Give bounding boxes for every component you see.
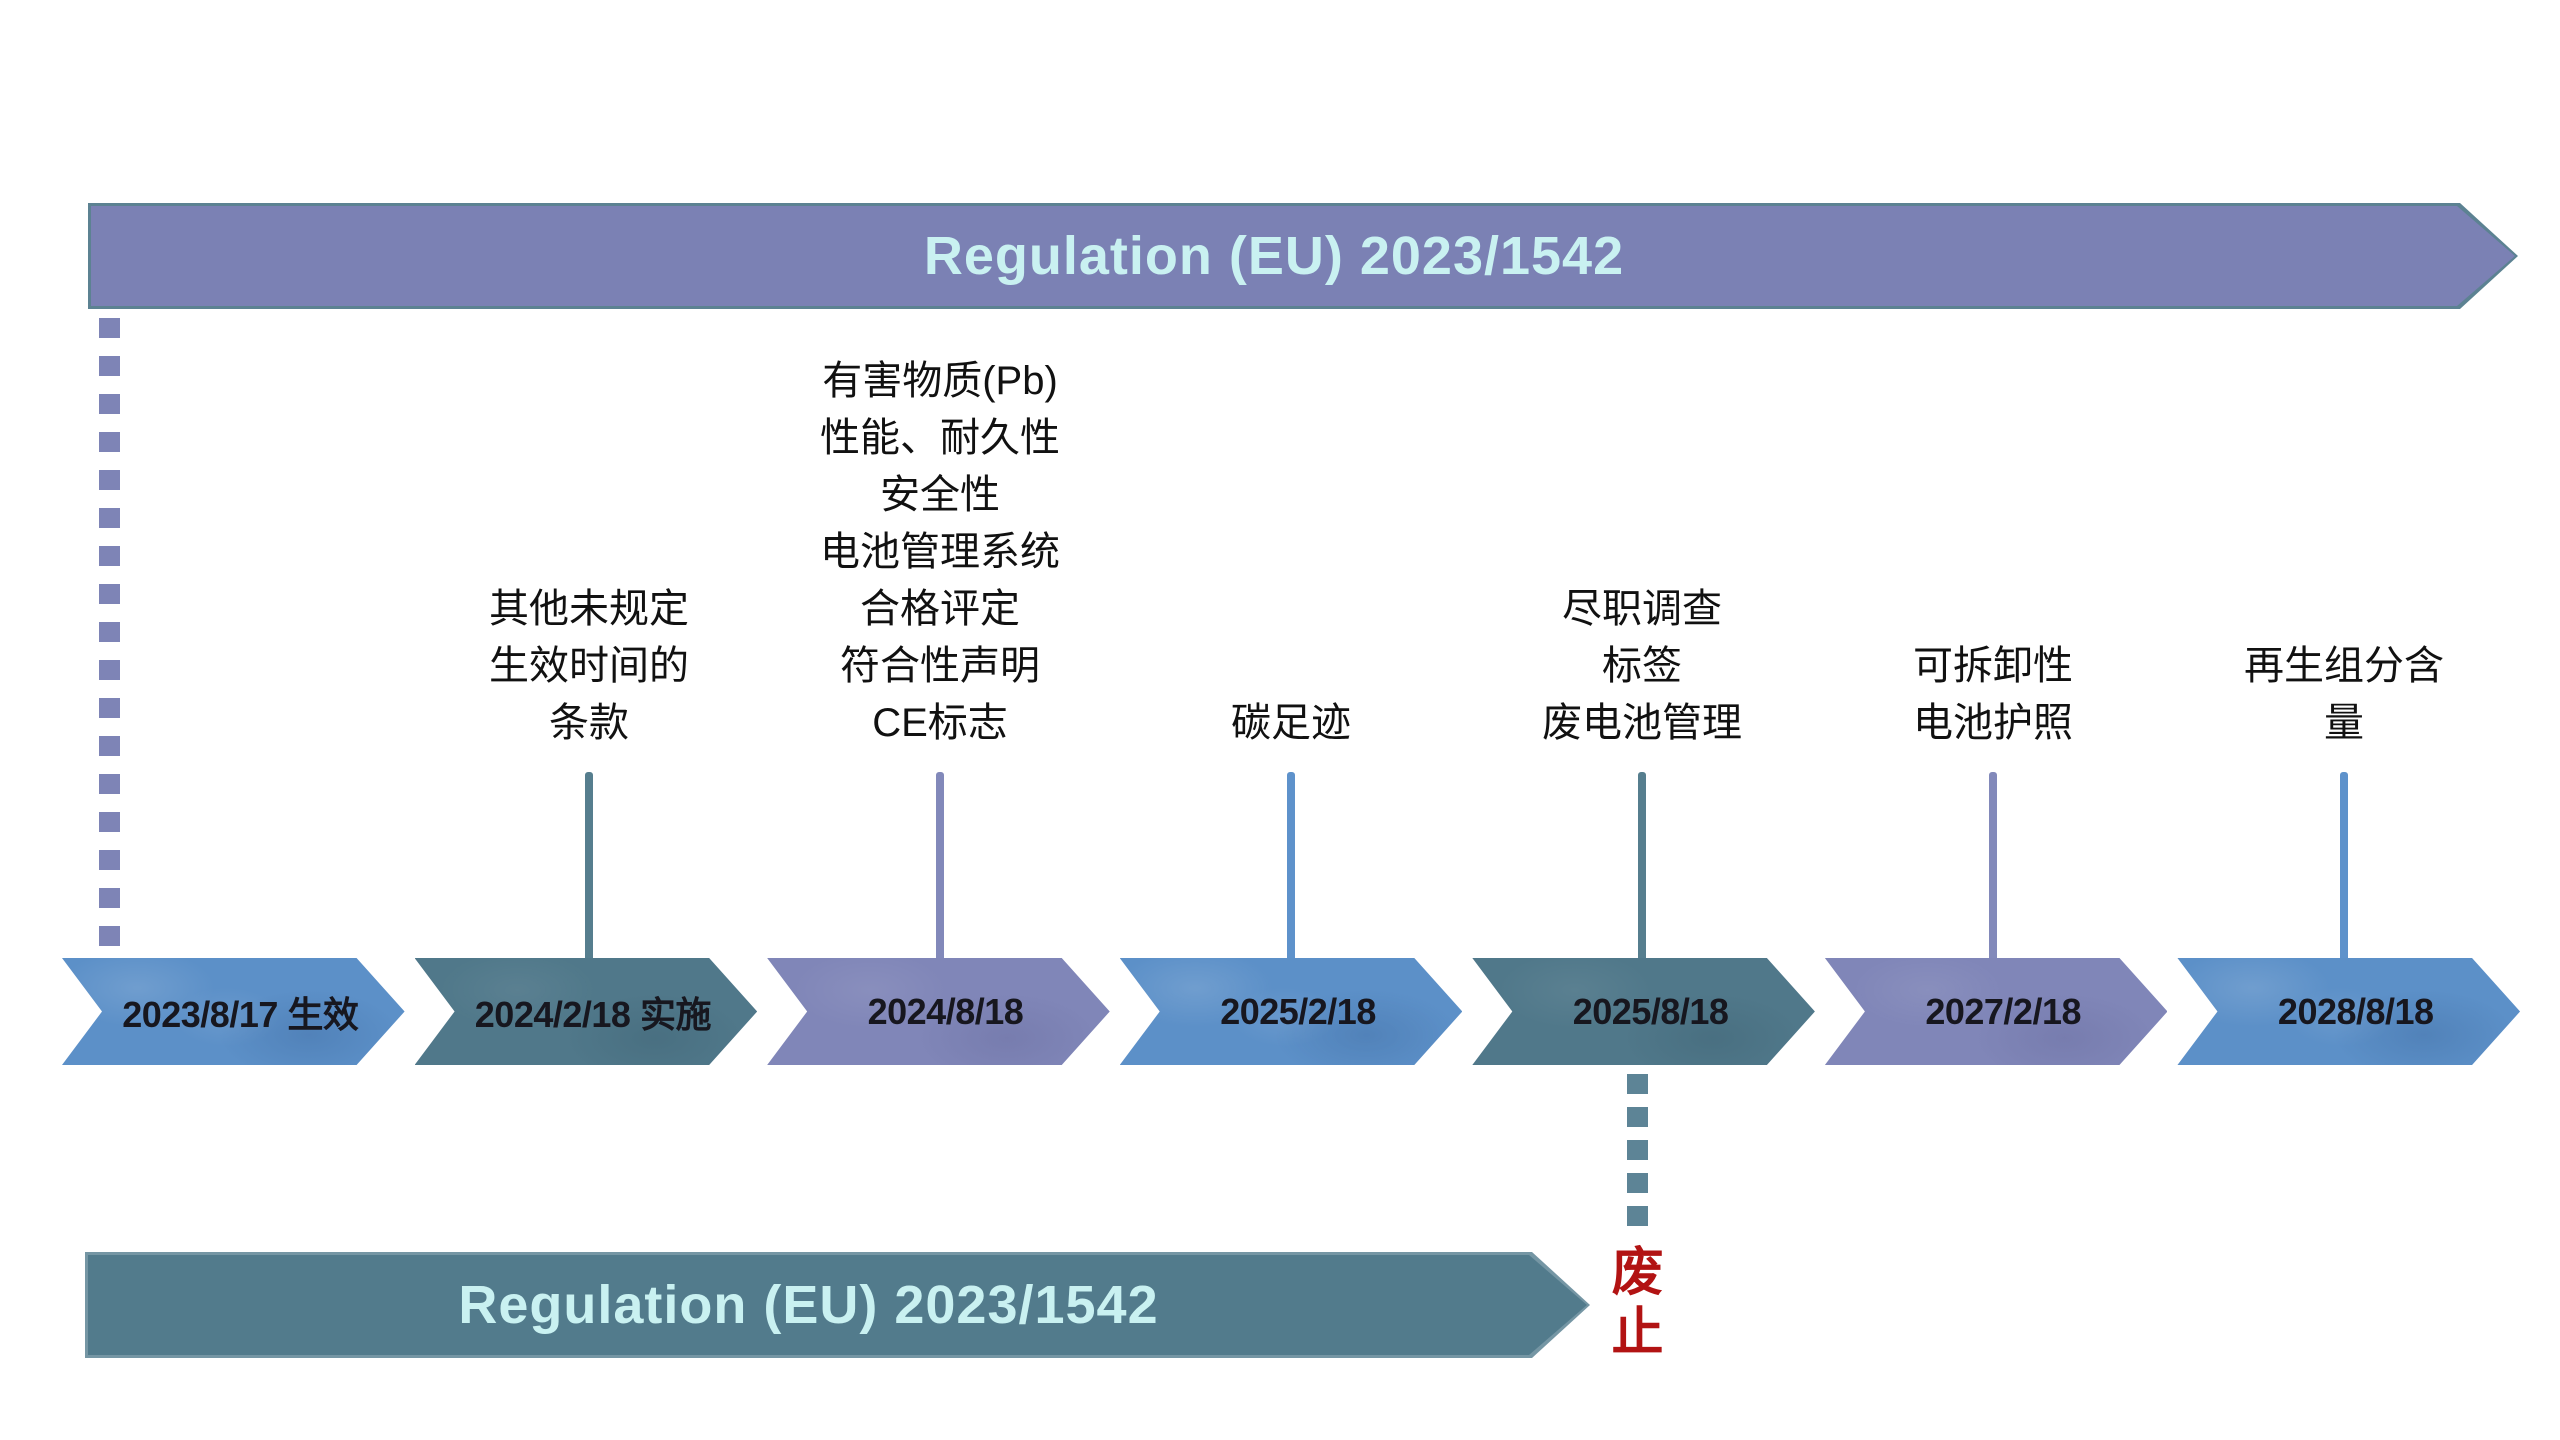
timeline-chevron: 2028/8/18 [2177, 958, 2520, 1065]
annotation-2024-8-18: 有害物质(Pb) 性能、耐久性 安全性 电池管理系统 合格评定 符合性声明 CE… [820, 352, 1060, 958]
milestone-tick-line [585, 772, 593, 958]
milestone-date: 2025/2/18 [1220, 990, 1376, 1032]
top-regulation-banner-arrow: Regulation (EU) 2023/1542 [88, 203, 2518, 309]
top-banner-title: Regulation (EU) 2023/1542 [923, 226, 1625, 286]
entry-into-force-dashed-connector [99, 318, 120, 958]
timeline-chevron: 2025/2/18 [1120, 958, 1463, 1065]
bottom-regulation-banner-arrow: Regulation (EU) 2023/1542 [85, 1252, 1590, 1358]
milestone-label: 再生组分含量 [2244, 644, 2444, 745]
annotation-2025-8-18: 尽职调查 标签 废电池管理 [1542, 352, 1742, 958]
annotation-2025-2-18: 碳足迹 [1231, 352, 1351, 958]
repeal-dashed-connector [1627, 1074, 1648, 1234]
timeline-chevron: 2027/2/18 [1825, 958, 2168, 1065]
milestone-date: 2023/8/17 生效 [122, 993, 359, 1035]
milestone-tick-line [936, 772, 944, 958]
milestone-date: 2024/2/18 实施 [474, 993, 711, 1035]
milestone-date: 2028/8/18 [2277, 990, 2434, 1032]
timeline-chevron-row: 2023/8/17 生效 2024/2/18 实施 2024/8/18 2025… [62, 958, 2520, 1065]
milestone-label: 其他未规定 生效时间的 条款 [489, 587, 689, 745]
timeline-chevron: 2025/8/18 [1472, 958, 1815, 1065]
milestone-label: 尽职调查 标签 废电池管理 [1542, 587, 1742, 745]
timeline-chevron: 2024/2/18 实施 [415, 958, 758, 1065]
milestone-label: 可拆卸性 电池护照 [1913, 644, 2073, 745]
milestone-tick-line [1989, 772, 1997, 958]
annotation-2027-2-18: 可拆卸性 电池护照 [1913, 352, 2073, 958]
milestone-date: 2025/8/18 [1572, 990, 1729, 1032]
milestone-date: 2024/8/18 [867, 990, 1024, 1032]
milestone-label: 碳足迹 [1231, 701, 1351, 745]
milestone-tick-line [1638, 772, 1646, 958]
annotation-2028-8-18: 再生组分含量 [2236, 352, 2452, 958]
annotation-2024-2-18: 其他未规定 生效时间的 条款 [489, 352, 689, 958]
milestone-date: 2027/2/18 [1925, 990, 2081, 1032]
milestone-tick-line [2340, 772, 2348, 958]
timeline-chevron: 2023/8/17 生效 [62, 958, 405, 1065]
timeline-chevron: 2024/8/18 [767, 958, 1110, 1065]
bottom-banner-title: Regulation (EU) 2023/1542 [458, 1275, 1159, 1335]
milestone-label: 有害物质(Pb) 性能、耐久性 安全性 电池管理系统 合格评定 符合性声明 CE… [820, 359, 1060, 745]
milestone-tick-line [1287, 772, 1295, 958]
repeal-label: 废止 [1603, 1244, 1661, 1364]
